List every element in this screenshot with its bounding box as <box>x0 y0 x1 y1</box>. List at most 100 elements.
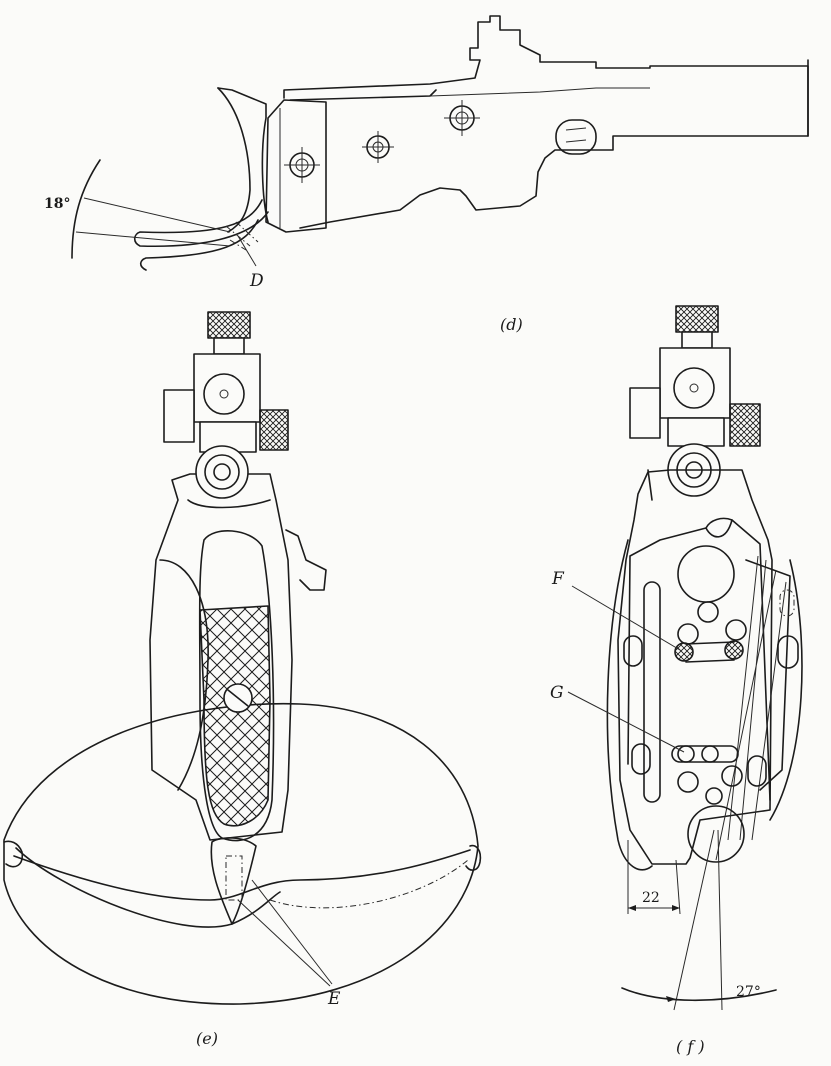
sight-base-f <box>667 417 725 447</box>
oval-right-2 <box>747 755 767 787</box>
g-link-f <box>671 745 739 763</box>
barrel-slot <box>555 119 597 155</box>
angle-arrow-f <box>666 996 676 1002</box>
pin-f-right <box>724 640 744 660</box>
knurled-knob-top-e <box>207 311 251 339</box>
sight-wheel-hub-e <box>219 389 229 399</box>
g-pin-left <box>677 745 695 763</box>
trigger-tab-e <box>285 529 327 591</box>
screw-2 <box>362 131 394 163</box>
grip-panel <box>198 530 275 842</box>
shelf-edge-right <box>465 844 482 871</box>
angle-ray-2 <box>75 231 231 247</box>
leader-e-1 <box>237 899 331 987</box>
frame-f <box>617 469 773 865</box>
pin-f-left <box>674 642 694 662</box>
palm-shelf-hidden <box>269 859 469 909</box>
right-panel-f <box>745 559 791 791</box>
linkage-lines-f <box>715 555 787 861</box>
shelf-edge-left <box>3 840 24 868</box>
view-e-rear: E (e) <box>3 311 482 1048</box>
plate-notch-f <box>705 519 733 538</box>
hole-f-3 <box>725 619 747 641</box>
grip-front-curve <box>217 87 251 233</box>
thumb-rest <box>159 559 209 791</box>
frame-edge-f <box>647 469 653 501</box>
sight-side-block-e <box>163 389 195 443</box>
grip-right-curve-f <box>769 559 803 821</box>
screw-1 <box>284 147 320 183</box>
hidden-pin-e <box>225 855 243 901</box>
leader-e-2 <box>251 879 333 985</box>
oval-left-1 <box>623 635 643 667</box>
barrel-bore-e <box>195 445 249 499</box>
left-slot-f <box>643 581 661 803</box>
grip-top-e <box>187 499 271 509</box>
label-27: 27° <box>736 984 761 1000</box>
caption-d: (d) <box>500 315 523 334</box>
slot-lines <box>565 127 587 143</box>
angle-ray-1 <box>83 197 231 233</box>
trigger-lever-lower <box>139 219 259 271</box>
sight-side-knob-f <box>729 403 761 447</box>
grip-left-curve-f <box>606 539 653 871</box>
hole-g-1 <box>677 771 699 793</box>
sight-wheel-e <box>203 373 245 415</box>
angle-ray-f-2 <box>717 829 723 1011</box>
sight-housing-e <box>193 353 261 423</box>
grip-screw-slot <box>227 689 249 707</box>
caption-e: (e) <box>196 1029 218 1048</box>
label-f: F <box>551 569 565 589</box>
barrel-bore-inner-e <box>204 454 240 490</box>
palm-shelf-mid <box>13 849 471 901</box>
checkered-panel <box>199 605 271 827</box>
grip-block <box>265 99 327 233</box>
rib-line <box>429 87 650 97</box>
knob-neck-f <box>681 331 713 349</box>
knob-neck-e <box>213 337 245 355</box>
large-hole-f <box>677 545 735 603</box>
angle-arc-d <box>71 159 101 259</box>
label-e: E <box>327 989 341 1009</box>
hole-g-3 <box>705 787 723 805</box>
leader-g <box>567 691 685 753</box>
angle-label-d: 18° <box>44 196 70 212</box>
barrel-bore-core-e <box>213 463 231 481</box>
hole-f-2 <box>677 623 699 645</box>
hole-f-1 <box>697 601 719 623</box>
leader-f <box>571 585 681 651</box>
sight-wheel-f <box>673 367 715 409</box>
view-f-internal: F G 22 27° ( f ) <box>550 305 803 1056</box>
hole-g-2 <box>721 765 743 787</box>
link-f-top <box>685 641 735 645</box>
dim-ext-right <box>675 859 681 915</box>
oval-left-2 <box>631 743 651 775</box>
sight-wheel-hub-f <box>689 383 699 393</box>
shelf-lower-curve <box>15 847 281 928</box>
heel-piece <box>210 837 257 925</box>
angle-arc-f <box>621 987 777 1002</box>
top-rib <box>289 89 437 101</box>
grip-back <box>217 87 269 223</box>
trigger-lever-upper <box>133 199 269 248</box>
screw-3 <box>444 100 480 136</box>
oval-right-hidden <box>779 589 795 617</box>
sight-side-knob-e <box>259 409 289 451</box>
view-d-side: 18° D (d) <box>44 15 809 334</box>
barrel-outline <box>283 15 809 229</box>
caption-f: ( f ) <box>676 1037 705 1056</box>
g-pin-mid <box>701 745 719 763</box>
label-22: 22 <box>642 890 660 906</box>
sight-side-block-f <box>629 387 661 439</box>
label-g: G <box>550 683 564 703</box>
label-d: D <box>249 271 264 291</box>
leader-d <box>237 235 257 267</box>
oval-right-1 <box>777 635 799 669</box>
heel-circle-f <box>687 805 745 863</box>
angle-ray-f-1 <box>673 829 715 1011</box>
palm-shelf <box>3 702 479 1005</box>
link-f-bottom <box>685 659 735 663</box>
knurled-knob-top-f <box>675 305 719 333</box>
